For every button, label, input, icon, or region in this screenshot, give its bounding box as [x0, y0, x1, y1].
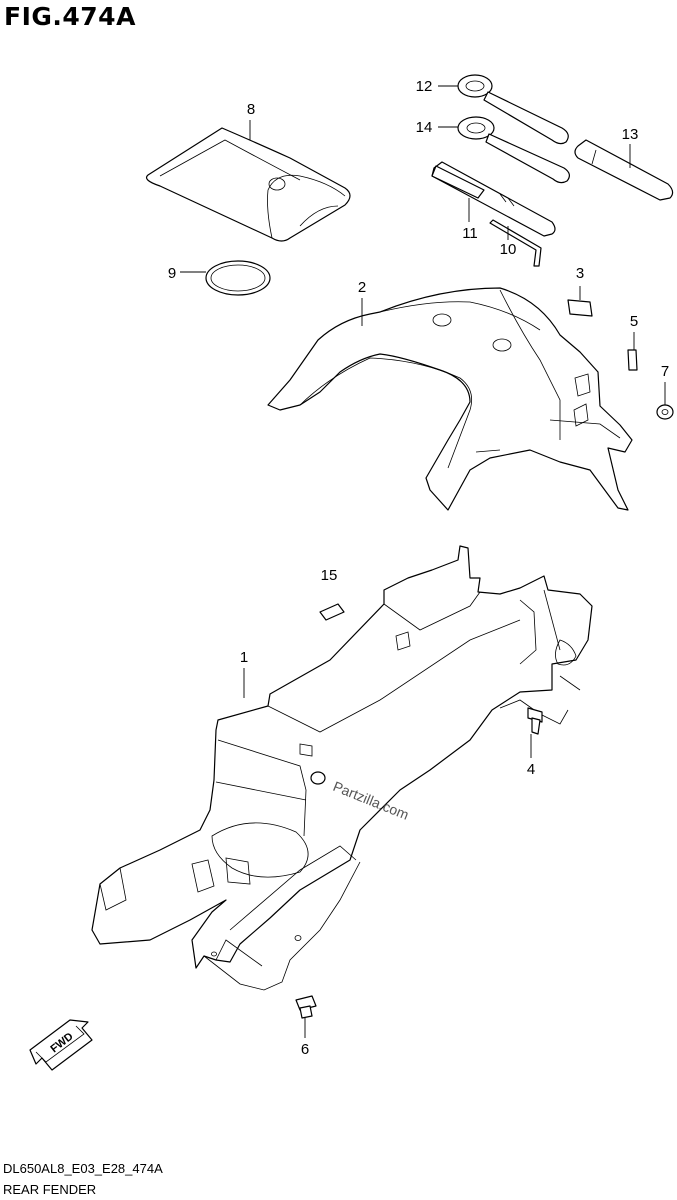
label-11: 11: [462, 225, 478, 242]
part-8-tool-bag[interactable]: [145, 127, 351, 242]
part-14-spanner[interactable]: [457, 116, 570, 184]
label-10: 10: [500, 241, 517, 258]
part-2-tail-cover[interactable]: [267, 287, 633, 511]
part-labels: 8 9 12 14 13 11 10 3 5 7 2 15 1 4 6: [168, 78, 669, 1058]
label-5: 5: [630, 313, 638, 330]
label-4: 4: [527, 761, 535, 778]
part-10-hex-key[interactable]: [489, 219, 542, 267]
part-4-screw[interactable]: [527, 707, 543, 735]
part-11-socket-wrench[interactable]: [431, 161, 556, 237]
part-1-rear-fender[interactable]: [91, 545, 593, 991]
label-1: 1: [240, 649, 248, 666]
label-8: 8: [247, 101, 255, 118]
label-15: 15: [321, 567, 338, 584]
part-12-spanner[interactable]: [457, 74, 569, 145]
label-3: 3: [576, 265, 584, 282]
part-7-washer[interactable]: [656, 404, 674, 420]
leader-lines: [180, 85, 666, 1038]
label-9: 9: [168, 265, 176, 282]
fwd-arrow-icon: FWD: [29, 1019, 93, 1071]
part-15-pad[interactable]: [319, 603, 345, 621]
label-12: 12: [416, 78, 433, 95]
part-9-ring-band[interactable]: [205, 260, 271, 296]
label-7: 7: [661, 363, 669, 380]
label-2: 2: [358, 279, 366, 296]
figure-caption: REAR FENDER: [3, 1182, 97, 1197]
part-6-bolt[interactable]: [295, 995, 317, 1019]
figure-title: FIG.474A: [4, 2, 136, 31]
label-13: 13: [622, 126, 639, 143]
part-13-handle[interactable]: [574, 139, 674, 201]
label-14: 14: [416, 119, 433, 136]
label-6: 6: [301, 1041, 309, 1058]
part-5-pad[interactable]: [627, 349, 638, 371]
figure-code: DL650AL8_E03_E28_474A: [3, 1161, 163, 1176]
part-3-pad[interactable]: [567, 299, 593, 317]
